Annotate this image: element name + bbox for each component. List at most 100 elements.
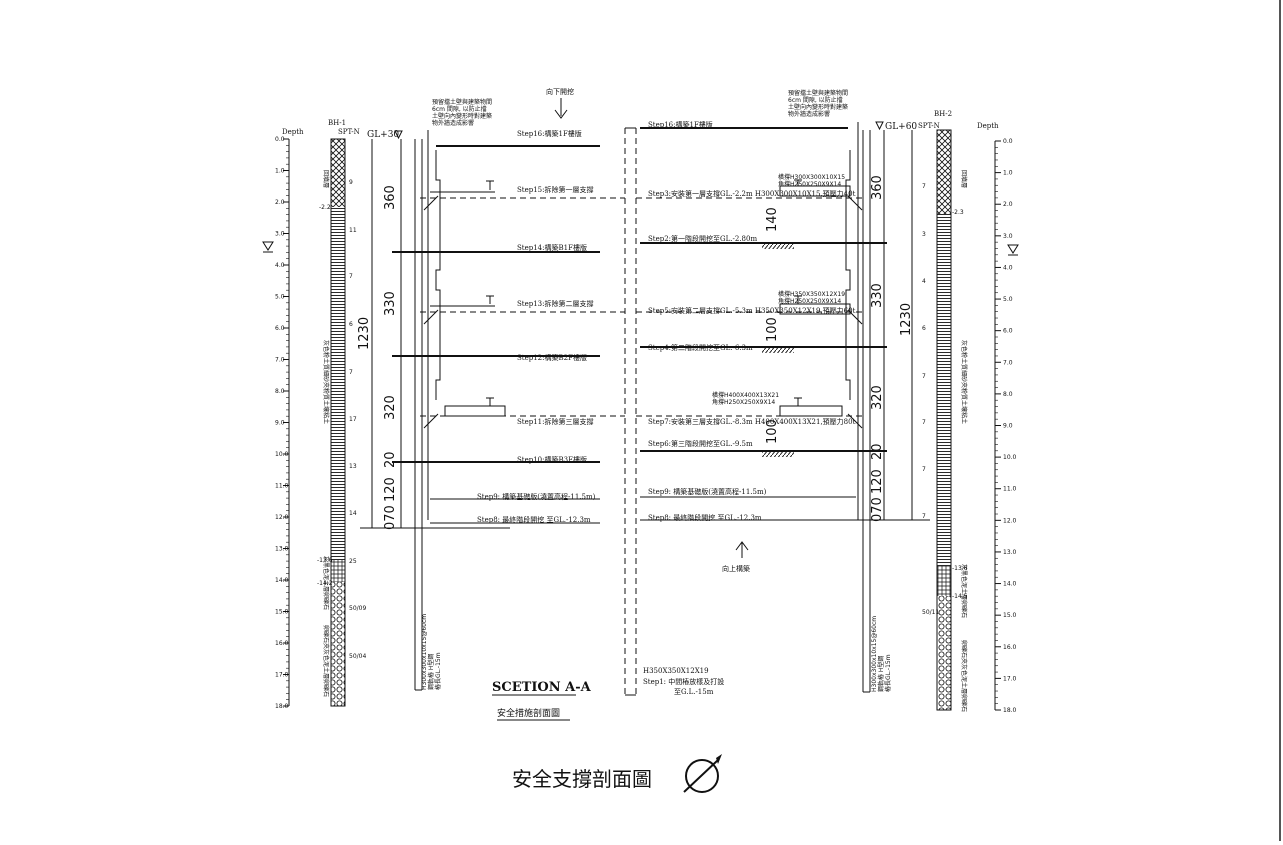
bh2-id: BH-2 bbox=[934, 110, 952, 118]
left-step8: Step8: 最終階段開挖 至GL.-12.3m bbox=[477, 515, 591, 524]
bh1-spt-value: 50/04 bbox=[349, 653, 366, 660]
excavation-level-1-symbol bbox=[762, 244, 794, 249]
bh2-spt-value: 4 bbox=[922, 278, 926, 285]
left-dim-120: 120 bbox=[383, 477, 398, 502]
bh1-tick-label: 14.0 bbox=[275, 577, 289, 584]
down-arrow-icon bbox=[554, 109, 568, 119]
bh2-tick-label: 8.0 bbox=[1003, 391, 1013, 398]
bh2-spt-value: 7 bbox=[922, 183, 926, 190]
bh1-layer-mark-1: -2.2 bbox=[319, 204, 331, 211]
bh2-water-table-icon bbox=[1007, 244, 1019, 254]
bh1-gl-triangle bbox=[394, 130, 403, 140]
bh2-layer-mark-1: -2.3 bbox=[952, 209, 964, 216]
bh1-note-mud: 灰黑色泥土層卵礫石 bbox=[322, 556, 330, 610]
center-pile: H350X350X12X19 Step1: 中間樁放樣及打設 至G.L.-15m bbox=[624, 127, 724, 696]
bh2-tick-label: 17.0 bbox=[1003, 675, 1017, 682]
excavation-level-2-symbol bbox=[762, 348, 794, 353]
bh1-tick-label: 2.0 bbox=[275, 199, 285, 206]
bh2-tick-label: 5.0 bbox=[1003, 296, 1013, 303]
bh1-tick-label: 17.0 bbox=[275, 672, 289, 679]
bh2-layer-mark-2: -13.6 bbox=[952, 565, 968, 572]
bh2-tick-label: 14.0 bbox=[1003, 581, 1017, 588]
bh1-spt-value: 7 bbox=[349, 369, 353, 376]
bh1-note-silt: 灰色粉土質細砂夾粉質土壤粘土 bbox=[322, 340, 330, 424]
bh2-spt-value: 3 bbox=[922, 231, 926, 238]
left-dim-320: 320 bbox=[383, 395, 398, 420]
left-building-outline bbox=[435, 150, 441, 400]
left-step9: Step9: 構築基礎版(澆置高程-11.5m) bbox=[477, 492, 596, 501]
left-wall-spec-1: H300x300x10x15@60cm bbox=[421, 614, 428, 690]
bh1-mud-layer bbox=[331, 560, 345, 582]
left-strut-2-cap bbox=[486, 295, 494, 304]
right-wall-note-1: 預留擋土壁與建築物間 bbox=[788, 89, 848, 97]
bh2-gl-label: GL+60 bbox=[885, 122, 917, 132]
left-strut-1-cap bbox=[486, 180, 494, 190]
bh2-note-mud: 灰黑色泥土層卵礫石 bbox=[960, 564, 968, 618]
right-step2: Step2:第一階段開挖至GL.-2.80m bbox=[648, 234, 757, 243]
down-excavation-label: 向下開挖 bbox=[546, 87, 574, 96]
bh2-tick-label: 6.0 bbox=[1003, 328, 1013, 335]
bh2-tick-label: 13.0 bbox=[1003, 549, 1017, 556]
left-strut-3-beam bbox=[444, 405, 506, 417]
left-step-labels: Step16:構築1F樓版 Step15:拆除第一層支撐 Step14:構築B1… bbox=[477, 129, 596, 524]
bh1-note-fill: 回填層 bbox=[322, 170, 330, 188]
right-strut-dim-100a: 100 bbox=[765, 317, 780, 342]
right-strut-2-beam bbox=[779, 303, 851, 315]
center-pile-step1-depth: 至G.L.-15m bbox=[674, 688, 714, 696]
bh2-mud-layer bbox=[937, 566, 951, 596]
bh2-tick-label: 2.0 bbox=[1003, 201, 1013, 208]
right-strut-1-cap bbox=[794, 179, 802, 186]
section-cut-symbol-icon bbox=[683, 754, 722, 793]
bh2-tick-label: 4.0 bbox=[1003, 264, 1013, 271]
section-subtitle: 安全措施剖面圖 bbox=[497, 707, 560, 719]
bh2-spt-value: 50/11 bbox=[922, 609, 939, 616]
right-step9: Step9: 構築基礎版(澆置高程-11.5m) bbox=[648, 487, 767, 496]
bh1-depth-header: Depth bbox=[282, 128, 304, 136]
strut3-spec-line2: 角撐H250X250X9X14 bbox=[712, 398, 775, 406]
bh1-spt-header: SPT-N bbox=[338, 128, 360, 136]
left-step11: Step11:拆除第三層支撐 bbox=[517, 417, 594, 426]
right-step8: Step8: 最終階段開挖 至GL.-12.3m bbox=[648, 513, 762, 522]
bh1-spt-value: 9 bbox=[349, 179, 353, 186]
right-step-labels: Step16:構築1F樓版 Step3:安裝第一層支撐GL.-2.2m H300… bbox=[648, 120, 856, 522]
left-dimensions: 360 330 320 20 120 070 1230 bbox=[357, 139, 510, 530]
right-dim-070: 070 bbox=[870, 497, 885, 522]
bh2-note-silt: 灰色粉土質細砂夾粉質土壤粘土 bbox=[960, 340, 968, 424]
bh1-tick-label: 6.0 bbox=[275, 325, 285, 332]
bh2-spt-value: 7 bbox=[922, 466, 926, 473]
bh1-layer-mark-2: -13.6 bbox=[317, 557, 333, 564]
bh1-tick-label: 11.0 bbox=[275, 483, 289, 490]
left-dim-total: 1230 bbox=[357, 317, 372, 350]
left-step10: Step10:構築B3F樓版 bbox=[517, 455, 587, 464]
strut2-spec-line2: 角撐H250X250X9X14 bbox=[778, 297, 841, 305]
right-dim-330: 330 bbox=[870, 283, 885, 308]
strut1-spec-line2: 角撐H250X250X9X14 bbox=[778, 180, 841, 188]
strut3-spec-line1: 橫撐H400X400X13X21 bbox=[712, 391, 779, 399]
bh1-tick-label: 13.0 bbox=[275, 546, 289, 553]
right-dim-total: 1230 bbox=[899, 303, 914, 336]
right-step4: Step4:第二階段開挖至GL.-6.3m bbox=[648, 343, 753, 352]
bh1-tick-label: 15.0 bbox=[275, 609, 289, 616]
bh2-depth-ticks: 0.01.02.03.04.05.06.07.08.09.010.011.012… bbox=[995, 138, 1017, 714]
bh1-spt-value: 13 bbox=[349, 463, 357, 470]
right-dim-120: 120 bbox=[870, 469, 885, 494]
strut1-spec-line1: 橫撐H300X300X10X15 bbox=[778, 173, 845, 181]
bh1-fill-layer bbox=[331, 139, 345, 207]
bh2-tick-label: 11.0 bbox=[1003, 486, 1017, 493]
bh1-tick-label: 16.0 bbox=[275, 640, 289, 647]
left-wall-spec-3: 樁長GL.-15m bbox=[434, 652, 442, 690]
left-retaining-wall: 預留擋土壁與建築物間 6cm 間隙, 以防止擋 土壁向內變形時對建築 物外牆造成… bbox=[414, 98, 492, 691]
right-strut-2-cap bbox=[794, 295, 802, 304]
excavation-level-3-symbol bbox=[762, 452, 794, 457]
bh2-spt-value: 7 bbox=[922, 419, 926, 426]
section-titles: SCETION A-A 安全措施剖面圖 安全支撐剖面圖 bbox=[492, 680, 722, 793]
bh2-note-gravel: 卵礫石夾灰色泥土層卵礫石 bbox=[960, 640, 968, 712]
right-building-outline bbox=[845, 150, 851, 400]
bh2-tick-label: 3.0 bbox=[1003, 233, 1013, 240]
bh2-fill-layer bbox=[937, 130, 951, 214]
right-strut-3-cap bbox=[794, 397, 802, 406]
left-dim-330: 330 bbox=[383, 291, 398, 316]
right-wall-spec-2: 鋼軌樁 H型鋼 bbox=[877, 656, 885, 692]
